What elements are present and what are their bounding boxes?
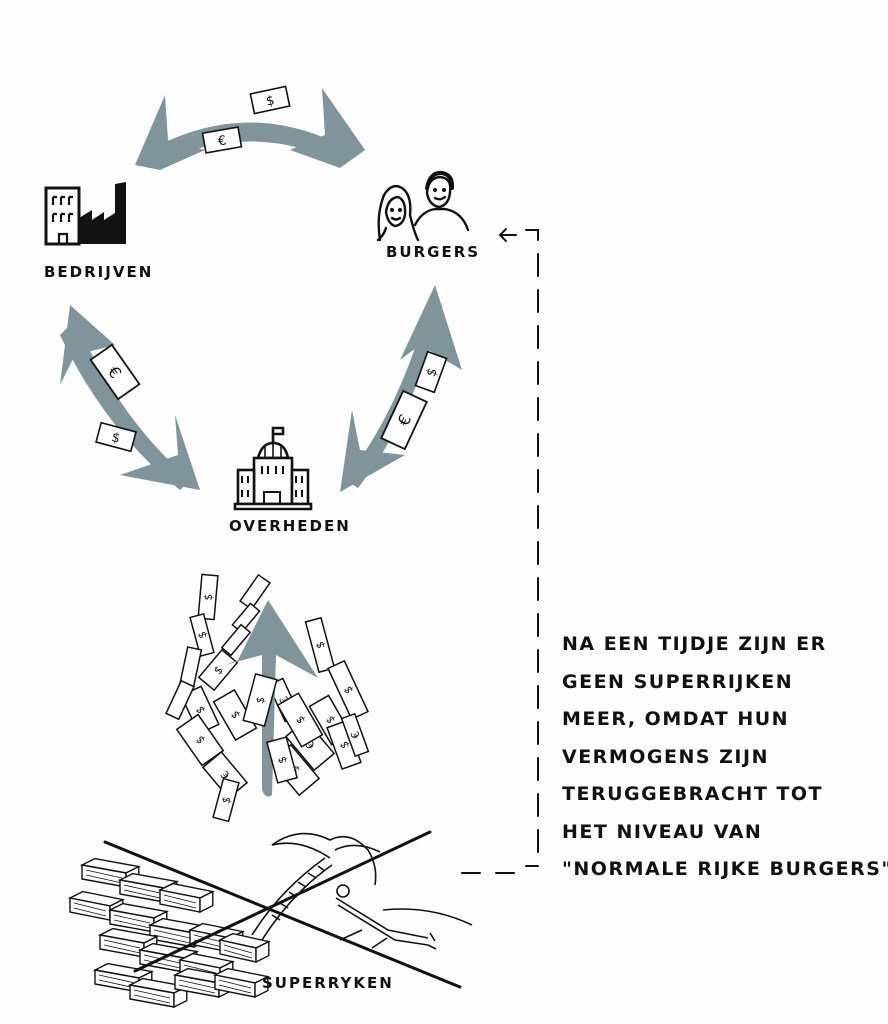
superrich-label: SUPERRYKEN bbox=[262, 974, 394, 992]
bill-dollar: $ bbox=[95, 421, 137, 453]
bill: $ bbox=[242, 673, 278, 727]
bill: $ bbox=[212, 777, 240, 823]
arrow-citizens-governments: $ € bbox=[340, 285, 462, 492]
bill: $ bbox=[175, 713, 225, 767]
arrow-companies-citizens: $ € bbox=[135, 85, 365, 170]
euro-symbol: € bbox=[217, 133, 228, 149]
bill: $ bbox=[276, 692, 324, 748]
note-line: MEER, OMDAT HUN bbox=[562, 708, 790, 730]
dollar-symbol: $ bbox=[337, 739, 352, 750]
bill: $ bbox=[327, 659, 369, 721]
money-pile-front: $$$$ bbox=[212, 673, 324, 823]
note-line: HET NIVEAU VAN bbox=[562, 820, 763, 843]
dollar-symbol: $ bbox=[195, 630, 209, 640]
note-line: "NORMALE RIJKE BURGERS". bbox=[562, 858, 888, 880]
factory-icon bbox=[44, 182, 126, 246]
money-stacks bbox=[67, 857, 271, 1009]
note-line: NA EEN TIJDJE ZIJN ER bbox=[562, 633, 827, 655]
sunbather bbox=[335, 884, 473, 950]
companies-node: BEDRIJVEN bbox=[44, 182, 153, 281]
governments-node: OVERHEDEN bbox=[229, 426, 351, 535]
dollar-symbol: $ bbox=[341, 684, 356, 696]
bill: $ bbox=[189, 612, 215, 658]
companies-label: BEDRIJVEN bbox=[44, 263, 153, 281]
money-bundle bbox=[217, 932, 271, 964]
bill: $ bbox=[304, 616, 336, 674]
bill bbox=[165, 679, 195, 721]
note-line: VERMOGENS ZIJN bbox=[562, 745, 769, 768]
bill-euro: € bbox=[201, 126, 243, 154]
money-bundle bbox=[157, 882, 215, 914]
bill: $ bbox=[197, 648, 239, 692]
bill-dollar: $ bbox=[249, 85, 291, 115]
bill-euro: € bbox=[89, 343, 141, 401]
bill-dollar: $ bbox=[414, 350, 448, 394]
dollar-symbol: $ bbox=[110, 430, 122, 447]
bill bbox=[220, 623, 252, 657]
arrow-companies-governments: € $ bbox=[60, 305, 200, 490]
note-line: TERUGGEBRACHT TOT bbox=[562, 783, 823, 805]
government-building-icon bbox=[233, 426, 313, 511]
euro-symbol: € bbox=[277, 694, 292, 706]
note-line: GEEN SUPERRIJKEN bbox=[562, 670, 794, 693]
money-pile: $$$$$$$$$€€$€€$ bbox=[165, 573, 370, 800]
bill bbox=[239, 573, 271, 611]
superrich-node: SUPERRYKEN bbox=[67, 830, 473, 1009]
dollar-symbol: $ bbox=[202, 593, 216, 601]
bill: $ bbox=[197, 573, 219, 621]
euro-symbol: € bbox=[348, 729, 363, 740]
citizens-label: BURGERS bbox=[386, 243, 480, 261]
bill-euro: € bbox=[380, 389, 428, 451]
people-icon bbox=[376, 170, 470, 242]
bill: $ bbox=[212, 688, 258, 742]
bill: $ bbox=[265, 736, 299, 784]
dollar-symbol: $ bbox=[219, 795, 233, 805]
money-bundle bbox=[212, 967, 270, 999]
dollar-symbol: $ bbox=[313, 640, 327, 650]
money-stacks-palm-icon bbox=[67, 832, 473, 1009]
bill: € bbox=[340, 712, 370, 758]
arrow-head-icon bbox=[498, 228, 517, 242]
citizens-node: BURGERS bbox=[376, 170, 480, 261]
cross-out-mark bbox=[103, 830, 462, 989]
explanation-note: NA EEN TIJDJE ZIJN ER GEEN SUPERRIJKEN M… bbox=[562, 626, 888, 889]
dollar-symbol: $ bbox=[193, 704, 208, 716]
dollar-symbol: $ bbox=[265, 93, 276, 109]
governments-label: OVERHEDEN bbox=[229, 517, 351, 535]
dollar-symbol: $ bbox=[275, 755, 289, 765]
feedback-dashed-line bbox=[461, 228, 539, 874]
dollar-symbol: $ bbox=[253, 695, 267, 705]
money-bundle bbox=[127, 977, 189, 1009]
